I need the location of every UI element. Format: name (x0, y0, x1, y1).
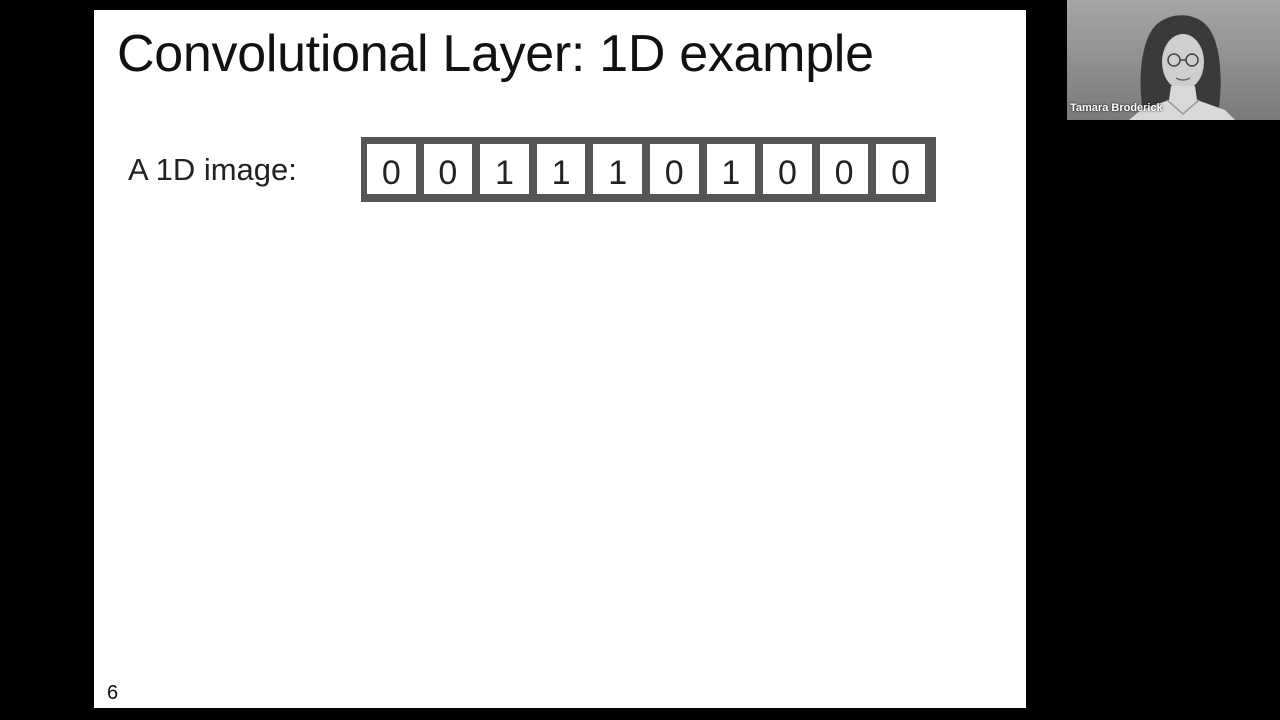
participant-silhouette-icon (1129, 15, 1235, 120)
pixel-cell: 0 (367, 144, 416, 194)
slide-page-number: 6 (107, 682, 119, 704)
pixel-cell: 1 (480, 144, 529, 194)
pixel-cell: 1 (536, 144, 586, 194)
participant-name-label: Tamara Broderick (1070, 102, 1163, 114)
pixel-cell: 0 (423, 144, 473, 194)
presentation-slide: Convolutional Layer: 1D example A 1D ima… (94, 10, 1026, 708)
pixel-cell: 1 (706, 144, 756, 194)
pixel-cell: 1 (593, 144, 642, 194)
pixel-cell: 0 (649, 144, 699, 194)
image-label: A 1D image: (128, 152, 297, 187)
image-strip: 0 0 1 1 1 0 1 0 0 0 (361, 137, 936, 202)
participant-video-tile[interactable]: Tamara Broderick (1067, 0, 1280, 120)
slide-title: Convolutional Layer: 1D example (117, 25, 874, 83)
pixel-cell: 0 (763, 144, 812, 194)
pixel-cell: 0 (819, 144, 869, 194)
pixel-cell: 0 (876, 144, 925, 194)
